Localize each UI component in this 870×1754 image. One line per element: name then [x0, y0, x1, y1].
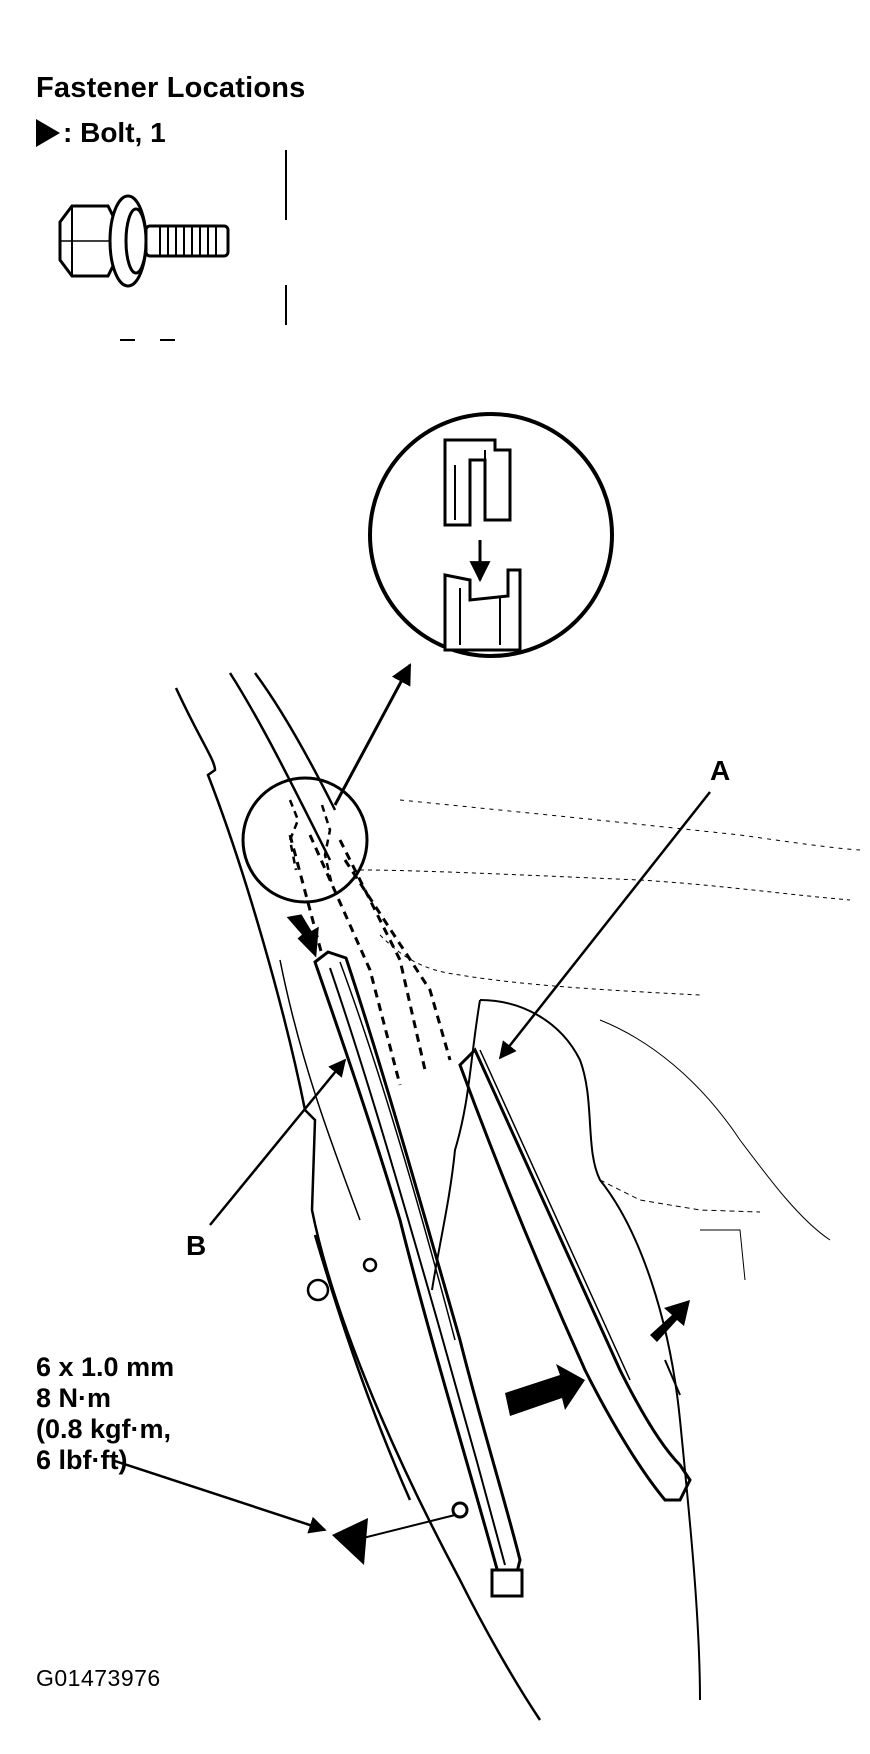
page-title: Fastener Locations: [36, 72, 306, 104]
direction-arrows: [286, 914, 690, 1416]
torque-lbf: 6 lbf·ft): [36, 1445, 128, 1475]
figure-id: G01473976: [36, 1665, 161, 1691]
torque-specification: 6 x 1.0 mm 8 N·m (0.8 kgf·m, 6 lbf·ft): [36, 1352, 174, 1476]
callout-b-leader: [209, 1058, 347, 1226]
torque-size: 6 x 1.0 mm: [36, 1352, 175, 1382]
callout-b-label: B: [186, 1230, 207, 1261]
triangle-pointer-icon: [36, 119, 60, 147]
callout-a-leader: [498, 791, 711, 1060]
detail-circle: [368, 412, 614, 658]
fastener-key: : Bolt, 1: [36, 119, 166, 147]
body-panel: [359, 799, 861, 1701]
part-a-molding: [458, 1047, 692, 1502]
part-b-trim: [313, 950, 524, 1598]
detail-leader: [333, 663, 412, 806]
torque-nm: 8 N·m: [36, 1383, 112, 1413]
pillar-body: [174, 672, 542, 1721]
fastener-key-label: : Bolt, 1: [63, 117, 166, 148]
bolt-marker: [111, 1458, 456, 1565]
panel-divider: [120, 150, 287, 341]
bolt-icon: [58, 194, 230, 288]
callout-a-label: A: [710, 755, 731, 786]
torque-kgf: (0.8 kgf·m,: [36, 1414, 172, 1444]
detail-source-circle: [241, 776, 369, 904]
